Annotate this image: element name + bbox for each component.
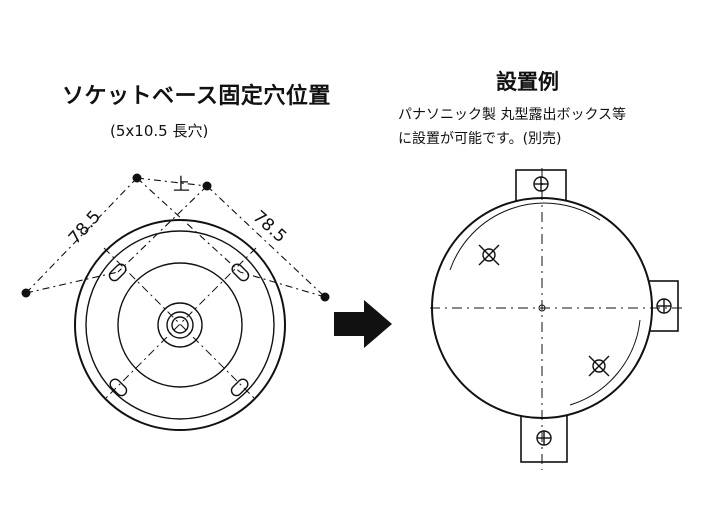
socket-base-title: ソケットベース固定穴位置 [62,84,331,109]
arrow-right-icon [334,300,392,348]
ear-screw-icon [533,176,549,192]
junction-box-drawing [430,168,682,470]
dimension-label-left: 78.5 [65,207,105,249]
example-description-line2: に設置が可能です。(別売) [398,131,562,147]
mount-screw-icon [588,355,610,377]
ear-screw-icon [536,430,552,446]
ear-screw-icon [656,298,672,314]
dimension-lines [25,177,326,298]
dimension-endpoints [21,173,330,302]
slot-size-subtitle: (5x10.5 長穴) [110,122,209,140]
example-title: 設置例 [496,70,559,94]
mount-screw-icon [478,244,500,266]
top-marker-label: 上 [173,175,190,195]
mount-slot [230,378,249,397]
mount-slot [109,378,128,397]
example-description-line1: パナソニック製 丸型露出ボックス等 [398,107,627,123]
dimension-label-right: 78.5 [249,207,291,247]
socket-base-drawing [25,177,326,431]
